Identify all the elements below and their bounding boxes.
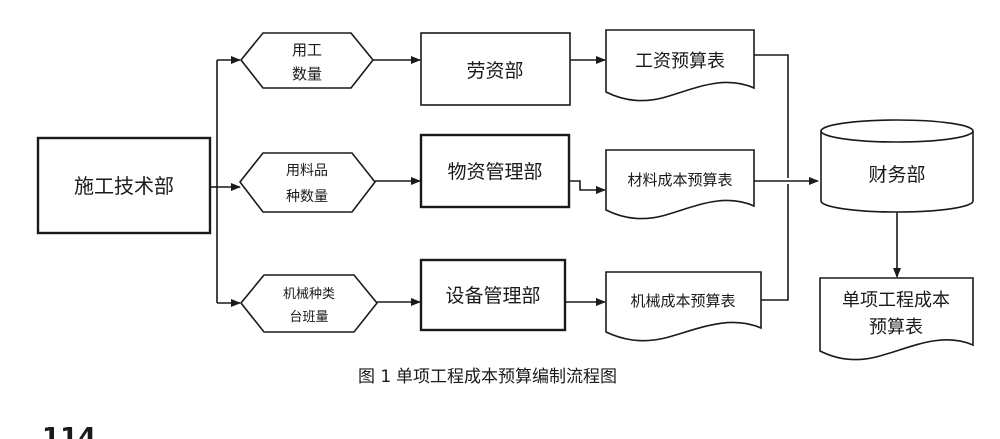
finance-dept-node: 财务部 <box>820 119 974 213</box>
labor-dept-node: 劳资部 <box>420 32 571 106</box>
labor-qty-hexagon <box>239 32 375 89</box>
project-budget-node: 单项工程成本 预算表 <box>819 277 974 361</box>
figure-caption: 图 1 单项工程成本预算编制流程图 <box>358 367 617 387</box>
caption-label: 图 1 <box>358 367 391 387</box>
connector-labor-budget-to-finance <box>754 54 789 178</box>
material-budget-document <box>605 149 755 220</box>
material-qty-hexagon <box>238 152 377 213</box>
machine-budget-node: 机械成本预算表 <box>605 271 762 342</box>
finance-cylinder-top <box>820 119 974 143</box>
caption-title: 单项工程成本预算编制流程图 <box>396 367 617 387</box>
project-budget-document <box>819 277 974 361</box>
labor-dept-label: 劳资部 <box>466 60 523 82</box>
labor-qty-node: 用工 数量 <box>239 32 375 89</box>
machine-budget-label: 机械成本预算表 <box>630 292 735 310</box>
equipment-dept-box <box>419 258 567 332</box>
material-qty-line2: 种数量 <box>286 189 328 205</box>
arrow-to-material-budget <box>569 180 606 194</box>
material-budget-node: 材料成本预算表 <box>605 149 755 220</box>
finance-dept-label: 财务部 <box>868 164 925 186</box>
labor-budget-node: 工资预算表 <box>605 29 755 102</box>
connector-machine-budget-to-finance <box>761 184 789 301</box>
material-qty-line1: 用料品 <box>286 163 328 179</box>
labor-budget-label: 工资预算表 <box>635 51 725 72</box>
labor-budget-document <box>605 29 755 102</box>
material-qty-node: 用料品 种数量 <box>238 152 377 213</box>
page-number: 114 <box>42 423 96 439</box>
tech-dept-box <box>36 136 212 235</box>
machine-qty-hexagon <box>239 274 379 333</box>
labor-qty-line1: 用工 <box>292 41 322 59</box>
machine-qty-line1: 机械种类 <box>283 287 335 302</box>
machine-budget-document <box>605 271 762 342</box>
tech-dept-label: 施工技术部 <box>74 174 174 198</box>
machine-qty-node: 机械种类 台班量 <box>239 274 379 333</box>
machine-qty-line2: 台班量 <box>289 310 328 325</box>
material-dept-node: 物资管理部 <box>419 133 571 209</box>
material-dept-label: 物资管理部 <box>447 161 542 183</box>
finance-cylinder-body <box>820 131 974 213</box>
tech-dept-node: 施工技术部 <box>36 136 212 235</box>
project-budget-line2: 预算表 <box>869 317 923 338</box>
equipment-dept-label: 设备管理部 <box>445 285 540 307</box>
material-dept-box <box>419 133 571 209</box>
labor-dept-box <box>420 32 571 106</box>
connectors <box>210 54 901 307</box>
material-budget-label: 材料成本预算表 <box>627 171 732 189</box>
equipment-dept-node: 设备管理部 <box>419 258 567 332</box>
project-budget-line1: 单项工程成本 <box>842 290 950 311</box>
labor-qty-line2: 数量 <box>292 65 322 83</box>
